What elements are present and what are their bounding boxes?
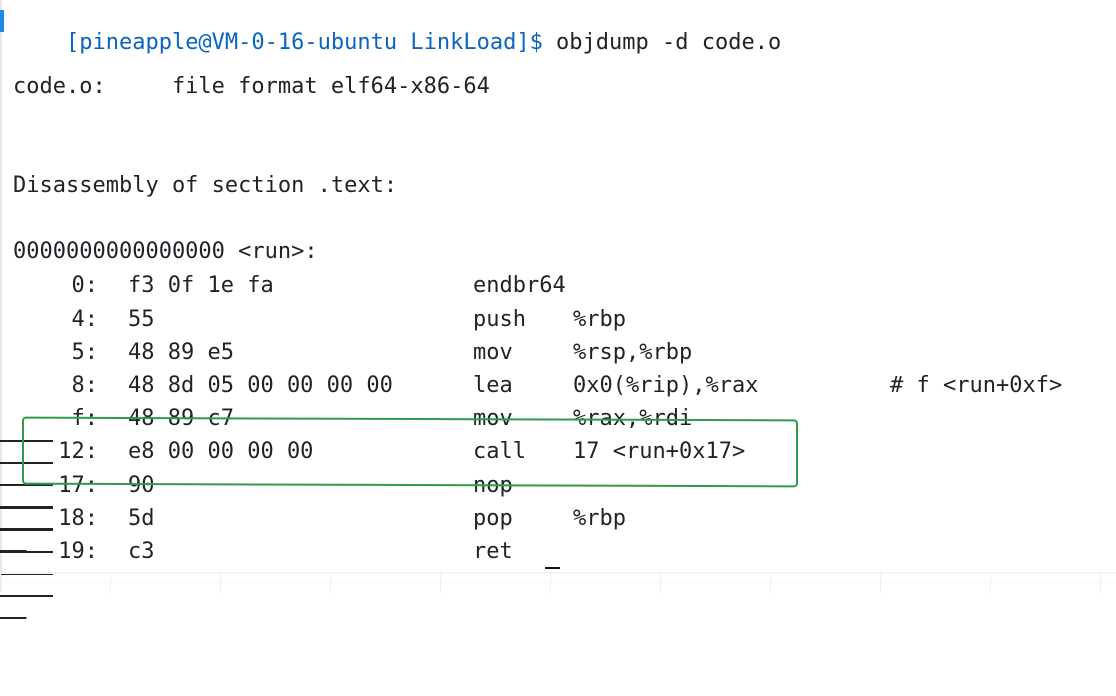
struck-disassembly-row: f: 48 89 c7 mov %rax,%rdi bbox=[0, 408, 1116, 436]
instruction-comment: # f <run+0xf> bbox=[890, 373, 1063, 398]
instruction-bytes: 55 bbox=[128, 307, 155, 332]
prompt-marker bbox=[0, 10, 4, 32]
disassembly-section-heading: Disassembly of section .text: bbox=[13, 173, 398, 198]
instruction-bytes: 5d bbox=[128, 506, 155, 531]
instruction-address: 19: bbox=[58, 539, 98, 564]
instruction-operands: 0x0(%rip),%rax bbox=[573, 373, 759, 398]
instruction-mnemonic: mov bbox=[473, 340, 513, 365]
highlighted-call-row: 12: e8 00 00 00 00 call 17 <run+0x17> bbox=[0, 441, 1116, 469]
instruction-mnemonic: push bbox=[473, 307, 526, 332]
instruction-mnemonic: lea bbox=[473, 373, 513, 398]
instruction-operands: %rsp,%rbp bbox=[573, 340, 693, 365]
instruction-bytes: 48 8d 05 00 00 00 00 bbox=[128, 373, 393, 398]
instruction-operands: %rbp bbox=[573, 307, 626, 332]
instruction-bytes: f3 0f 1e fa bbox=[128, 273, 274, 298]
instruction-mnemonic: nop bbox=[473, 473, 513, 498]
shell-prompt: [pineapple@VM-0-16-ubuntu LinkLoad]$ bbox=[65, 30, 543, 55]
terminal-left-gutter bbox=[0, 0, 2, 592]
terminal-window[interactable]: [pineapple@VM-0-16-ubuntu LinkLoad]$ obj… bbox=[0, 0, 1116, 593]
terminal-cursor bbox=[545, 567, 560, 569]
run-symbol-line: 0000000000000000 <run>: bbox=[13, 239, 318, 264]
disassembly-row: 0: f3 0f 1e fa endbr64 bbox=[0, 275, 1116, 303]
file-format-line: code.o: file format elf64-x86-64 bbox=[13, 74, 490, 99]
instruction-address: f: bbox=[71, 406, 99, 431]
instruction-operands: %rax,%rdi bbox=[573, 406, 693, 431]
instruction-address: 17: bbox=[58, 473, 98, 498]
disassembly-row: 4: 55 push %rbp bbox=[0, 309, 1116, 337]
instruction-mnemonic: ret bbox=[473, 539, 513, 564]
instruction-mnemonic: pop bbox=[473, 506, 513, 531]
instruction-bytes: c3 bbox=[128, 539, 155, 564]
instruction-bytes: 90 bbox=[128, 473, 155, 498]
disassembly-row: 8: 48 8d 05 00 00 00 00 lea 0x0(%rip),%r… bbox=[0, 375, 1116, 403]
instruction-address: 5: bbox=[71, 340, 99, 365]
instruction-mnemonic: call bbox=[473, 439, 526, 464]
instruction-operands: %rbp bbox=[573, 506, 626, 531]
instruction-address: 0: bbox=[71, 273, 99, 298]
instruction-bytes: e8 00 00 00 00 bbox=[128, 439, 314, 464]
instruction-address: 12: bbox=[58, 439, 98, 464]
instruction-address: 4: bbox=[71, 307, 99, 332]
green-highlight-box bbox=[22, 416, 798, 488]
instruction-mnemonic: endbr64 bbox=[473, 273, 566, 298]
instruction-bytes: 48 89 c7 bbox=[128, 406, 234, 431]
instruction-bytes: 48 89 e5 bbox=[128, 340, 234, 365]
bottom-grid-background bbox=[0, 572, 1116, 593]
objdump-command: objdump -d code.o bbox=[542, 30, 782, 55]
disassembly-row: 19: c3 ret bbox=[0, 541, 1116, 569]
disassembly-row: 18: 5d pop %rbp bbox=[0, 508, 1116, 536]
disassembly-row: 5: 48 89 e5 mov %rsp,%rbp bbox=[0, 342, 1116, 370]
instruction-mnemonic: mov bbox=[473, 406, 513, 431]
instruction-address: 8: bbox=[71, 373, 99, 398]
instruction-operands: 17 <run+0x17> bbox=[573, 439, 746, 464]
struck-disassembly-row: 17: 90 nop bbox=[0, 475, 1116, 503]
instruction-address: 18: bbox=[58, 506, 98, 531]
command-line: [pineapple@VM-0-16-ubuntu LinkLoad]$ obj… bbox=[13, 10, 781, 76]
